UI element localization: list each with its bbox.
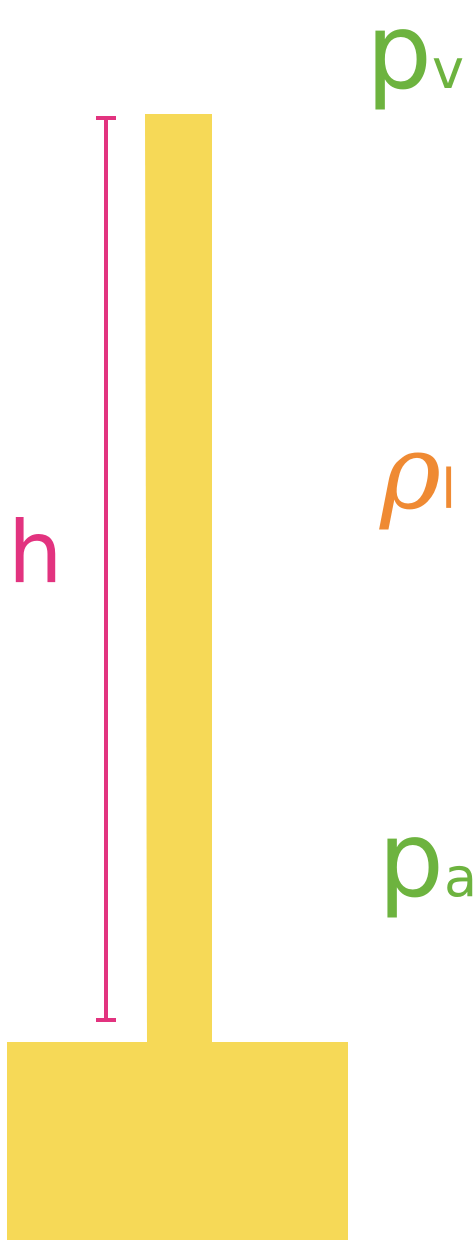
vapor-pressure-label: pv <box>366 0 464 104</box>
vapor-pressure-symbol: p <box>366 0 433 113</box>
atmospheric-pressure-subscript: a <box>444 846 476 909</box>
vapor-pressure-subscript: v <box>432 38 465 101</box>
height-label: h <box>8 503 63 603</box>
liquid-reservoir <box>7 1042 348 1240</box>
atmospheric-pressure-symbol: p <box>378 799 445 921</box>
liquid-column <box>145 114 212 1044</box>
liquid-density-symbol: ρ <box>380 411 442 533</box>
liquid-density-subscript: l <box>441 458 457 521</box>
height-dimension-line <box>96 116 116 1022</box>
liquid-density-label: ρl <box>380 420 456 524</box>
atmospheric-pressure-label: pa <box>378 808 476 912</box>
